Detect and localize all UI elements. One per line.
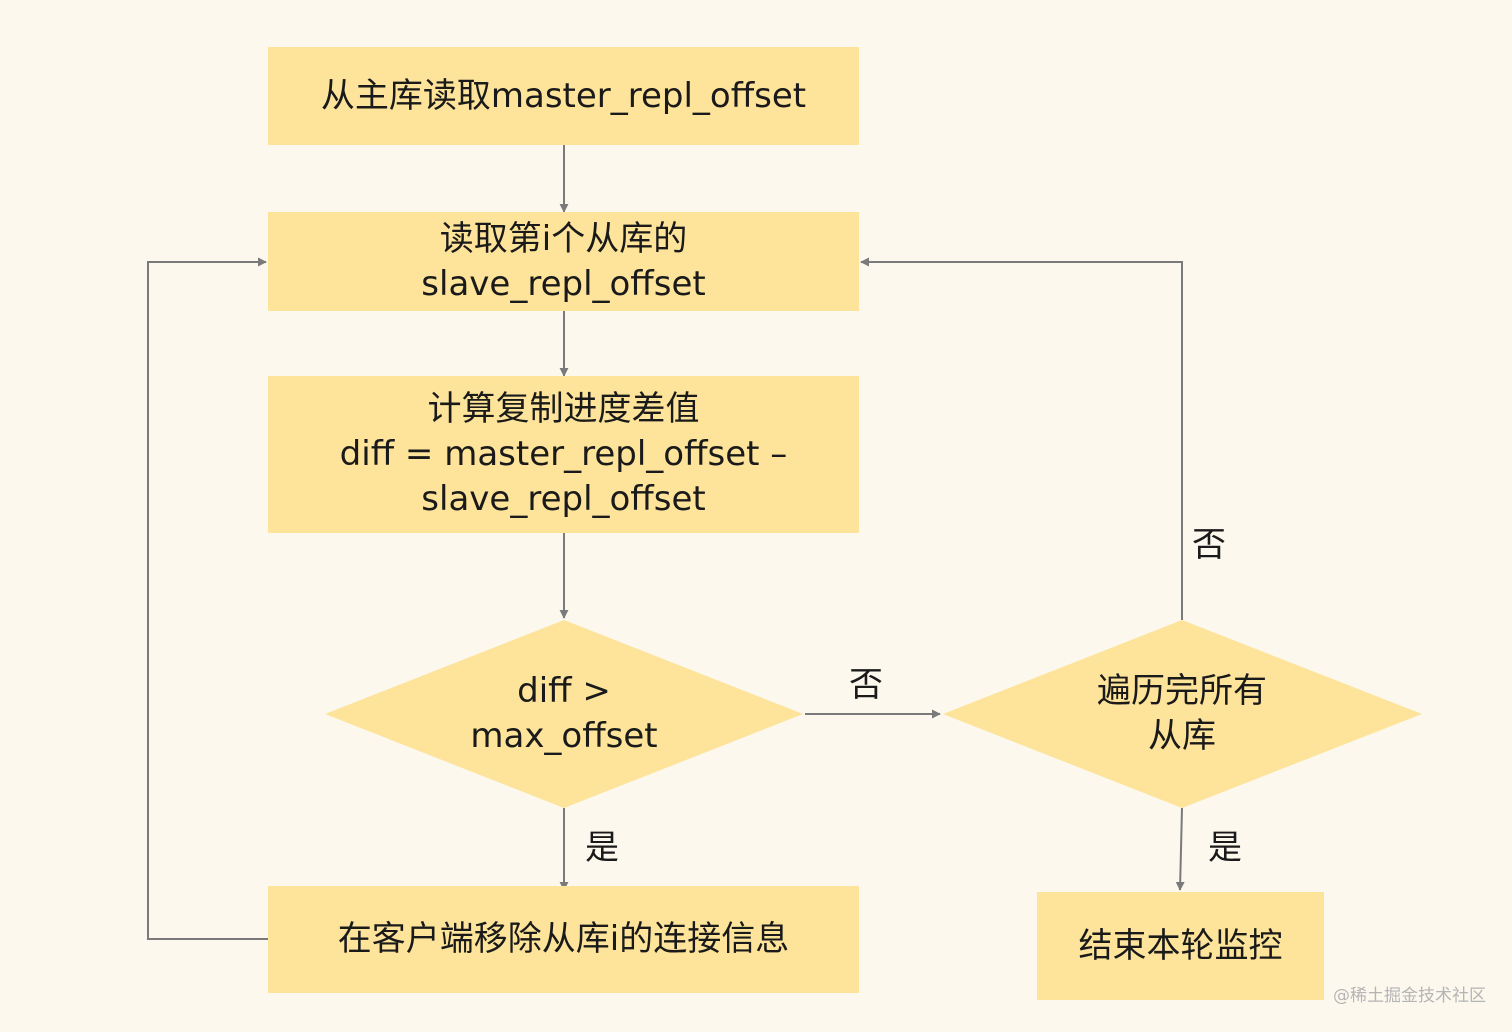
- node-remove-slave: 在客户端移除从库i的连接信息: [268, 886, 859, 993]
- node-remove-slave-line-1: 在客户端移除从库i的连接信息: [337, 919, 790, 959]
- edge-remove-loop: [147, 257, 268, 940]
- node-read-master-line-1: 从主库读取master_repl_offset: [320, 75, 807, 116]
- node-compute-diff-line-3: slave_repl_offset: [421, 479, 706, 519]
- node-compute-diff: 计算复制进度差值 diff = master_repl_offset – sla…: [268, 376, 859, 533]
- watermark: @稀土掘金技术社区: [1333, 986, 1486, 1006]
- node-read-master: 从主库读取master_repl_offset: [268, 47, 859, 145]
- node-end-round: 结束本轮监控: [1037, 892, 1324, 1000]
- node-read-slave-line-1: 读取第i个从库的: [439, 218, 688, 259]
- decision-diamond-diff: [325, 620, 803, 808]
- node-compute-diff-line-2: diff = master_repl_offset –: [339, 434, 788, 474]
- node-check-diff-line-2: max_offset: [470, 716, 658, 756]
- edge-check-all-yes: [1175, 807, 1185, 891]
- edge-label-check-diff-no: 否: [849, 665, 883, 705]
- edge-check-all-no: [860, 257, 1183, 620]
- edge-label-check-diff-yes: 是: [585, 828, 619, 868]
- node-check-all-line-1: 遍历完所有: [1097, 671, 1267, 711]
- node-read-slave-line-2: slave_repl_offset: [421, 263, 706, 304]
- node-check-all-slaves: 遍历完所有 从库: [1022, 664, 1342, 764]
- node-compute-diff-line-1: 计算复制进度差值: [427, 389, 700, 429]
- decision-diamond-all-slaves: [943, 620, 1422, 808]
- node-check-diff: diff > max_offset: [404, 664, 724, 764]
- node-check-all-line-2: 从库: [1148, 716, 1216, 756]
- node-read-slave: 读取第i个从库的 slave_repl_offset: [268, 212, 859, 311]
- edge-label-check-all-yes: 是: [1208, 828, 1242, 868]
- node-end-round-line-1: 结束本轮监控: [1078, 925, 1283, 966]
- node-check-diff-line-1: diff >: [517, 671, 611, 711]
- edge-label-check-all-no: 否: [1192, 525, 1226, 565]
